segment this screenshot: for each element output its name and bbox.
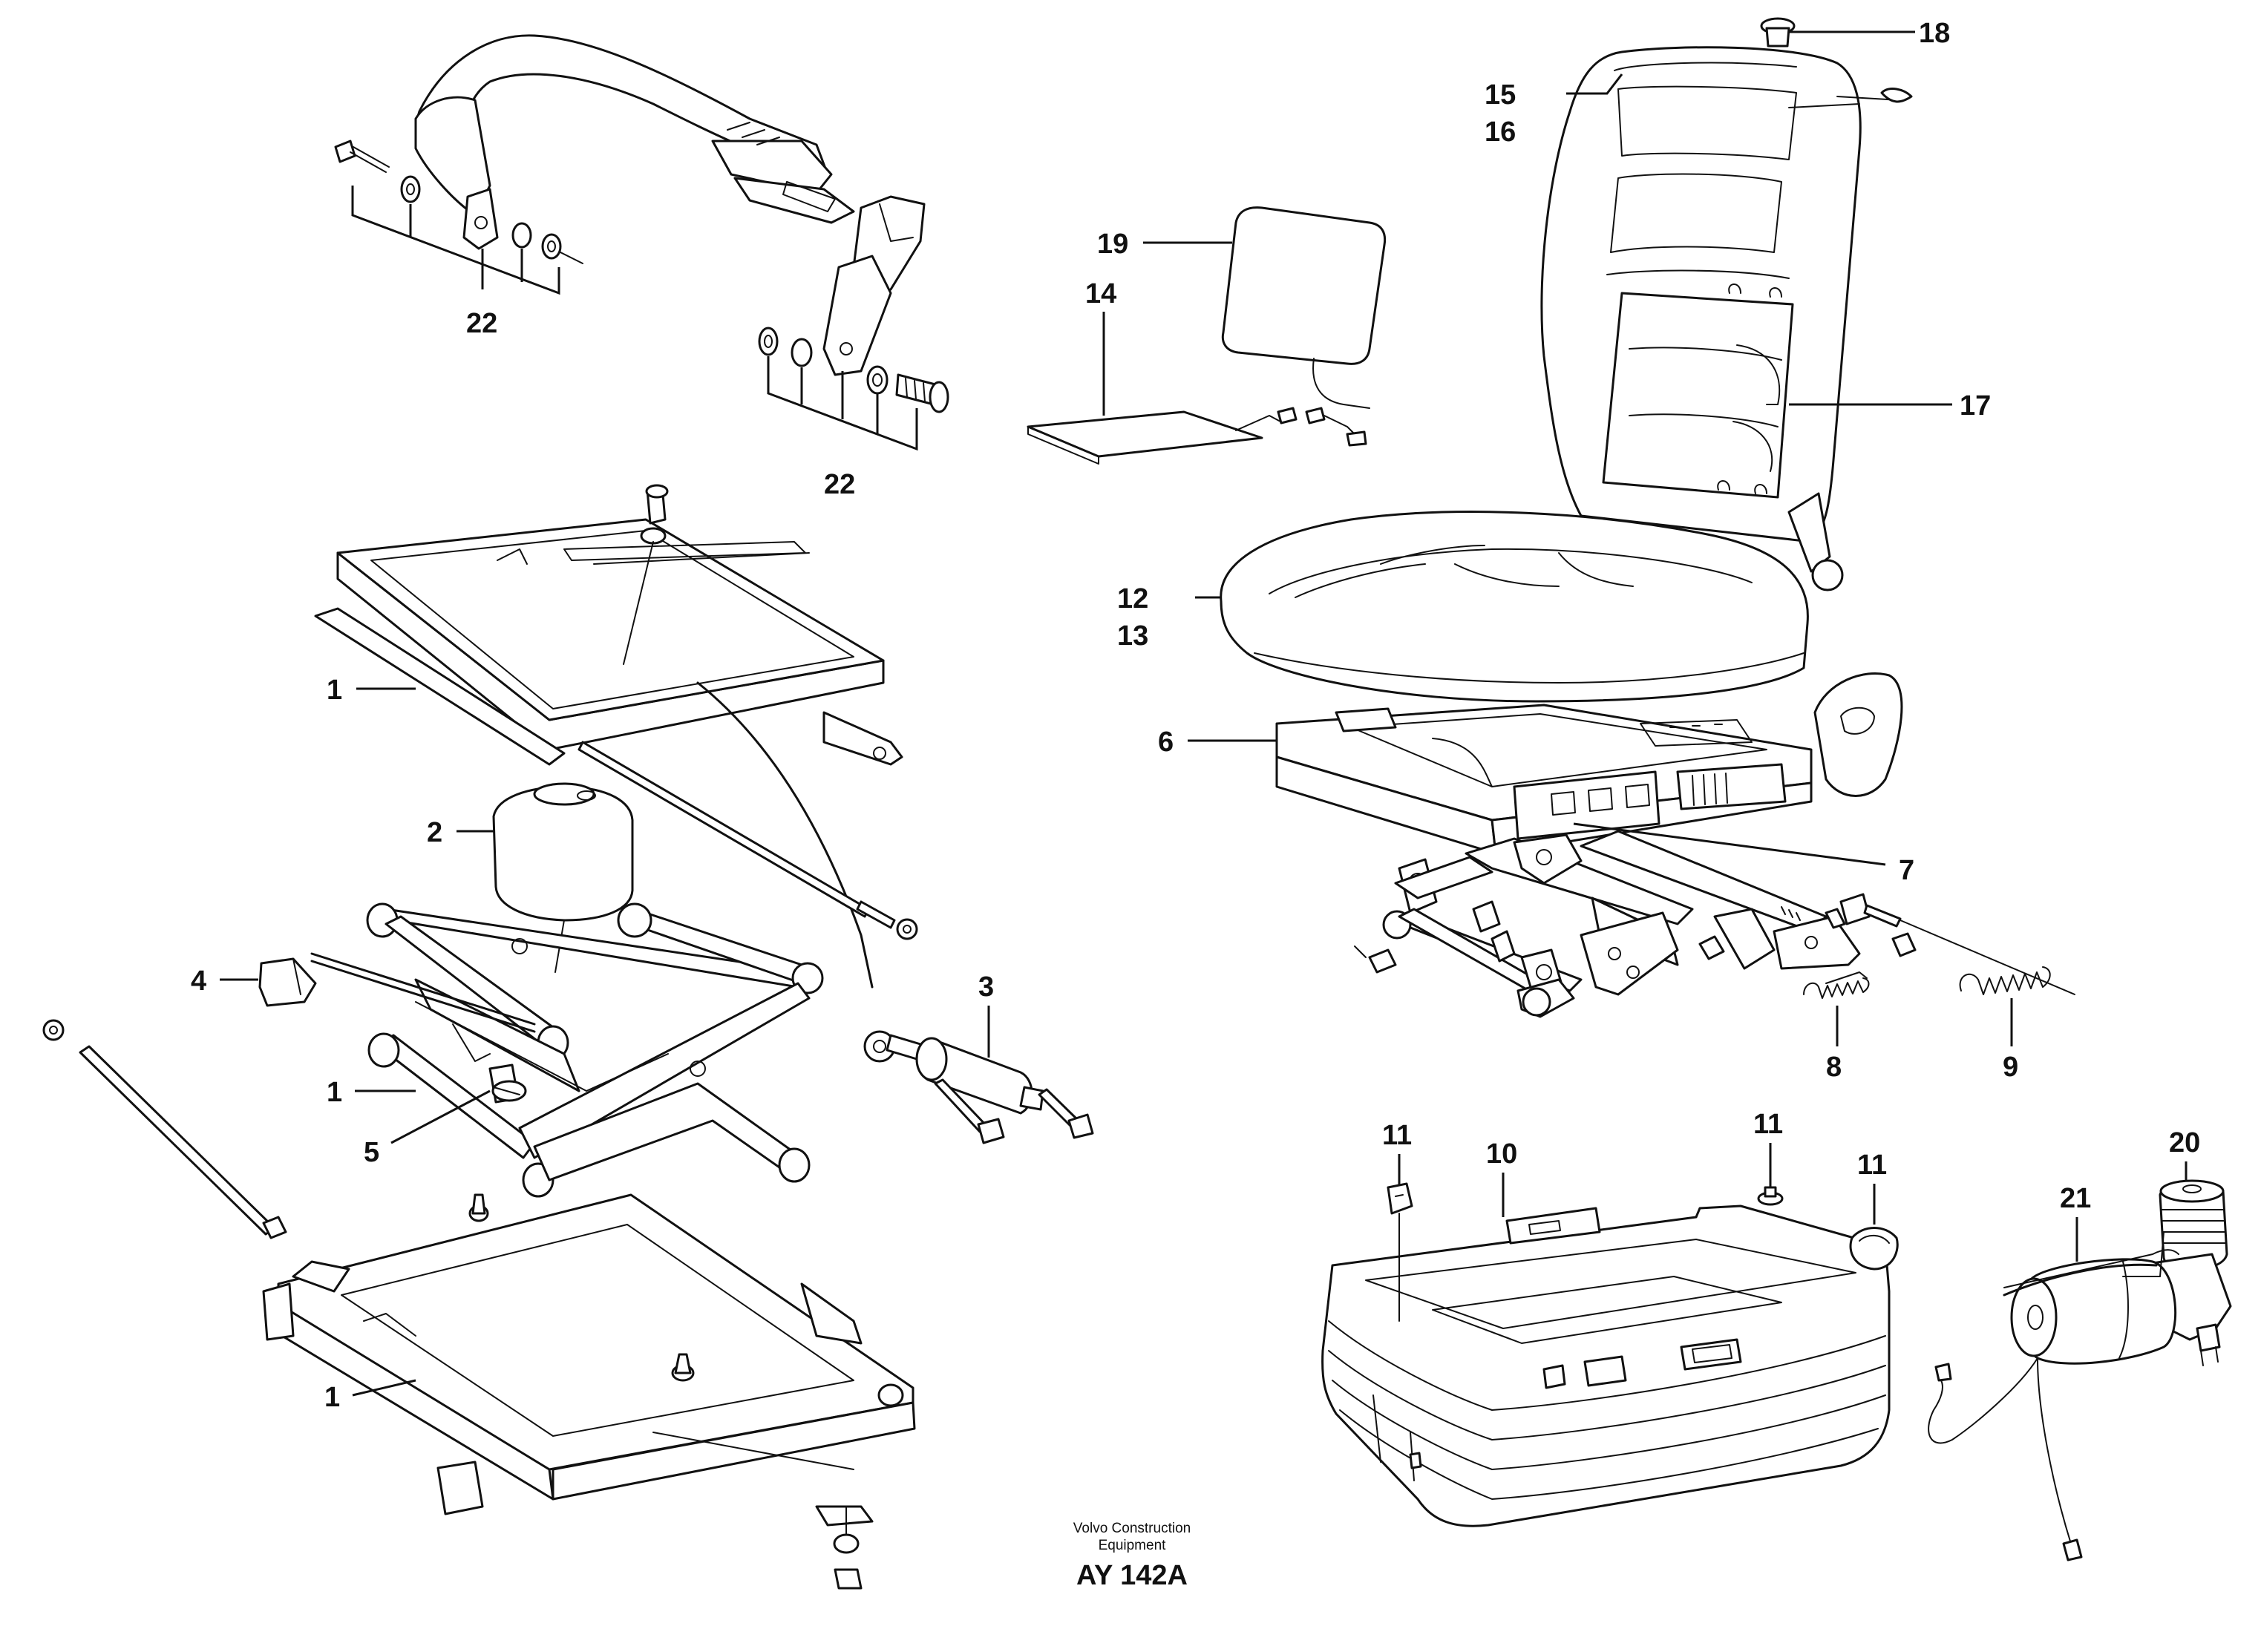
label-19: 19: [1097, 229, 1128, 260]
label-10: 10: [1486, 1138, 1517, 1170]
callout-15-16: 15 16: [1485, 73, 1623, 148]
spring-8: [1803, 971, 1870, 999]
upper-rod: [577, 741, 918, 940]
callout-1-bottom: 1: [324, 1379, 416, 1413]
caption-line-1: Volvo Construction: [1073, 1521, 1191, 1536]
label-15: 15: [1485, 79, 1516, 111]
label-17: 17: [1960, 390, 1991, 422]
callout-2: 2: [427, 817, 494, 848]
callout-7: 7: [1573, 822, 1914, 886]
callout-22-upper: 22: [351, 186, 560, 339]
label-18: 18: [1919, 18, 1950, 49]
cushion-heating-pad: [1027, 407, 1367, 465]
label-11-middle: 11: [1753, 1109, 1783, 1140]
label-1-mid: 1: [327, 1077, 342, 1108]
seat-backrest: [1540, 46, 1913, 591]
callout-12-13: 12 13: [1117, 583, 1221, 652]
callout-3: 3: [978, 971, 994, 1058]
base-frame-fastener: [815, 1505, 874, 1590]
compressor: [1928, 1179, 2232, 1561]
callout-11-middle: 11: [1753, 1109, 1783, 1187]
callout-21: 21: [2060, 1183, 2091, 1262]
callout-1-top: 1: [327, 675, 416, 706]
callout-9: 9: [2003, 998, 2018, 1083]
label-1-top: 1: [327, 675, 342, 706]
callout-22-lower: 22: [767, 356, 918, 500]
label-22-upper: 22: [466, 308, 497, 339]
callout-14: 14: [1085, 278, 1116, 416]
adjuster-bolt: [1839, 893, 1902, 928]
seat-belt-buckle: [758, 195, 949, 413]
callout-19: 19: [1097, 229, 1232, 260]
label-14: 14: [1085, 278, 1116, 309]
callout-10: 10: [1486, 1138, 1517, 1217]
label-4: 4: [191, 966, 206, 997]
seat-belt-strap: [414, 34, 855, 250]
clip-11-left: [1387, 1182, 1413, 1322]
callout-6: 6: [1158, 727, 1277, 758]
headrest-button: [1760, 17, 1796, 47]
label-16: 16: [1485, 117, 1516, 148]
label-11-right: 11: [1857, 1150, 1887, 1181]
label-22-lower: 22: [824, 469, 855, 500]
top-frame-bolt: [623, 484, 669, 665]
seat-frame: [1275, 672, 1903, 855]
spring-9: [1900, 920, 2075, 995]
caption-line-2: Equipment: [1099, 1538, 1167, 1553]
label-12: 12: [1117, 583, 1148, 614]
bellows-cover: [1321, 1204, 1891, 1527]
top-slide-frame: [314, 518, 903, 766]
label-13: 13: [1117, 620, 1148, 652]
scissor-mechanism: [366, 902, 824, 1198]
clip-11-right: [1849, 1227, 1899, 1271]
callout-11-right: 11: [1857, 1150, 1887, 1225]
label-9: 9: [2003, 1052, 2018, 1083]
callout-4: 4: [191, 966, 258, 997]
label-1-bottom: 1: [324, 1382, 340, 1413]
lower-rod: [42, 1019, 287, 1239]
callout-17: 17: [1789, 390, 1991, 422]
label-7: 7: [1899, 855, 1914, 886]
callout-8: 8: [1826, 1006, 1842, 1083]
label-20: 20: [2169, 1127, 2200, 1158]
valve: [488, 1063, 527, 1104]
label-11-left: 11: [1382, 1120, 1412, 1151]
backrest-heating-pad: [1221, 206, 1387, 409]
shock-absorber: [863, 1030, 1094, 1144]
label-6: 6: [1158, 727, 1174, 758]
callout-11-left: 11: [1382, 1120, 1412, 1186]
belt-bolt-left: [334, 140, 583, 264]
clip-11-middle: [1757, 1186, 1784, 1206]
base-frame: [262, 1193, 916, 1515]
label-21: 21: [2060, 1183, 2091, 1214]
slide-rails: [1354, 830, 1917, 1018]
callout-5: 5: [364, 1089, 491, 1168]
callout-20: 20: [2169, 1127, 2200, 1180]
callout-1-mid: 1: [327, 1077, 416, 1108]
label-2: 2: [427, 817, 442, 848]
seat-cushion: [1220, 511, 1809, 703]
label-5: 5: [364, 1137, 379, 1168]
label-8: 8: [1826, 1052, 1842, 1083]
control-knob: [258, 952, 536, 1033]
diagram-code: AY 142A: [1076, 1560, 1188, 1591]
label-3: 3: [978, 971, 994, 1003]
diagram-caption: Volvo Construction Equipment AY 142A: [1073, 1521, 1191, 1591]
callout-18: 18: [1789, 18, 1950, 49]
